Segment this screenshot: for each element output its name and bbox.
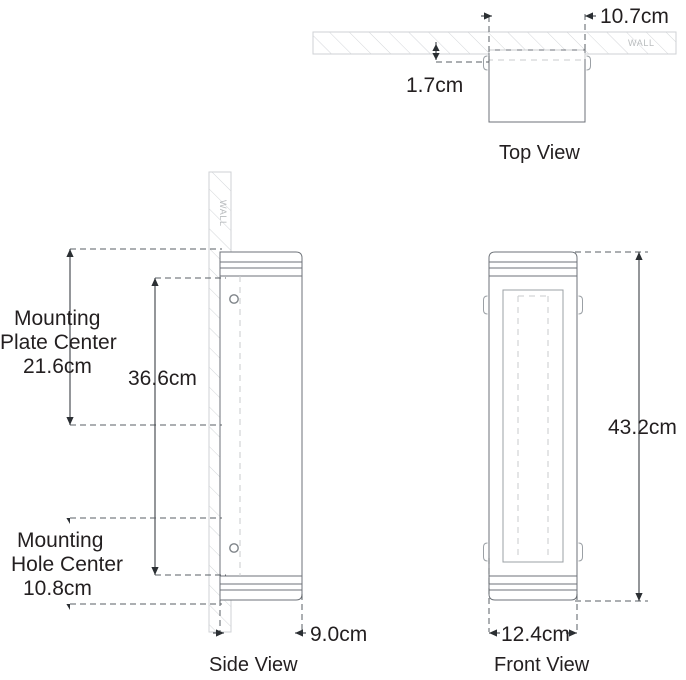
dimension-top-projection: 10.7cm bbox=[584, 5, 669, 50]
dimension-depth: 9.0cm bbox=[213, 594, 367, 646]
mounting-hole-lower bbox=[229, 543, 239, 553]
dimension-label-mounting-hole-center-line2: Hole Center bbox=[11, 553, 123, 576]
dimension-label-wall-standoff: 1.7cm bbox=[406, 74, 463, 97]
dimension-mounting-plate-center: Mounting Plate Center 21.6cm bbox=[0, 248, 222, 426]
front-view-group: 43.2cm 12.4cm Front View bbox=[483, 251, 677, 676]
top-view-body bbox=[483, 49, 591, 123]
dimension-label-mounting-hole-center-line1: Mounting bbox=[17, 529, 103, 552]
front-view-body bbox=[483, 251, 583, 601]
dimension-label-mounting-plate-center-line1: Mounting bbox=[14, 307, 100, 330]
dimension-label-width: 12.4cm bbox=[501, 623, 570, 646]
dimension-wall-standoff: 1.7cm bbox=[406, 42, 489, 97]
dimension-label-body-height-side: 36.6cm bbox=[128, 367, 197, 390]
dimension-label-mounting-plate-center-value: 21.6cm bbox=[23, 355, 92, 378]
top-view-reference-lines bbox=[481, 12, 492, 62]
dimension-label-top-projection: 10.7cm bbox=[600, 5, 669, 28]
side-view-body bbox=[219, 251, 303, 601]
dimension-width: 12.4cm bbox=[488, 558, 578, 646]
dimension-label-depth: 9.0cm bbox=[310, 623, 367, 646]
view-title-front: Front View bbox=[494, 654, 590, 676]
view-title-side: Side View bbox=[209, 654, 298, 676]
top-view-group: WALL 10.7cm bbox=[312, 5, 677, 164]
dimension-mounting-hole-center: Mounting Hole Center 10.8cm bbox=[11, 517, 222, 610]
dimension-label-mounting-plate-center-line2: Plate Center bbox=[0, 331, 117, 354]
dimension-label-mounting-hole-center-value: 10.8cm bbox=[23, 577, 92, 600]
view-title-top: Top View bbox=[499, 142, 580, 164]
dimension-body-height-side: 36.6cm bbox=[128, 277, 226, 576]
side-view-group: WALL bbox=[0, 171, 367, 676]
mounting-hole-upper bbox=[229, 294, 239, 304]
wall-label-side: WALL bbox=[218, 200, 228, 227]
dimension-overall-height: 43.2cm bbox=[575, 251, 677, 602]
wall-label-top: WALL bbox=[628, 38, 655, 48]
dimension-label-overall-height: 43.2cm bbox=[608, 416, 677, 439]
